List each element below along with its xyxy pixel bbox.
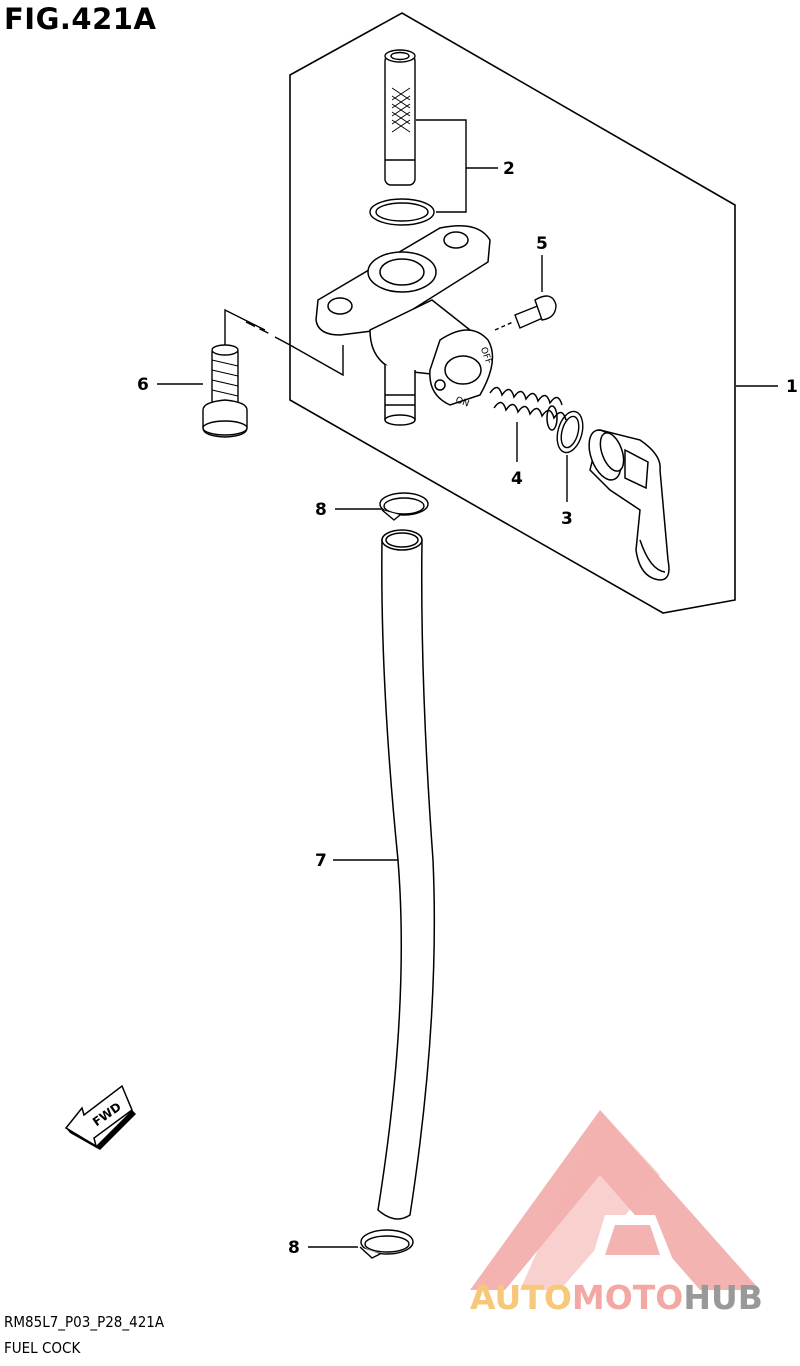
part-lever: [588, 429, 670, 581]
figure-code: RM85L7_P03_P28_421A: [4, 1313, 165, 1331]
part-fuel-cock-body: [315, 225, 494, 426]
part-spring: [489, 386, 567, 431]
part-clamp-top: [379, 492, 429, 521]
part-strainer-filter: [384, 49, 416, 186]
figure-title: FIG.421A: [4, 2, 157, 36]
leader-2: [416, 119, 498, 213]
callout-7: 7: [315, 851, 327, 871]
callout-3: 3: [561, 509, 573, 529]
part-clamp-bottom: [359, 1229, 414, 1259]
callout-4: 4: [511, 469, 523, 489]
watermark-text: AUTOMOTOHUB: [470, 1278, 763, 1317]
part-fuel-hose: [377, 529, 436, 1220]
watermark-logo: [470, 1110, 760, 1290]
watermark-hub: HUB: [683, 1278, 763, 1317]
watermark-auto: AUTO: [470, 1278, 572, 1317]
fwd-arrow-icon: FWD: [64, 1084, 136, 1150]
part-oring: [556, 410, 584, 454]
callout-5: 5: [536, 234, 548, 254]
callout-1: 1: [786, 377, 798, 397]
part-bolt: [202, 344, 248, 438]
figure-description: FUEL COCK: [4, 1339, 81, 1357]
part-screw: [494, 295, 557, 331]
callout-8-bottom: 8: [288, 1238, 300, 1258]
marking-on: ON: [454, 395, 470, 409]
part-strainer-oring: [369, 198, 435, 226]
watermark-moto: MOTO: [571, 1278, 684, 1317]
callout-8-top: 8: [315, 500, 327, 520]
bolt-alignment-line: [224, 308, 344, 377]
callout-6: 6: [137, 375, 149, 395]
callout-2: 2: [503, 159, 515, 179]
assembly-outline: [289, 12, 736, 614]
